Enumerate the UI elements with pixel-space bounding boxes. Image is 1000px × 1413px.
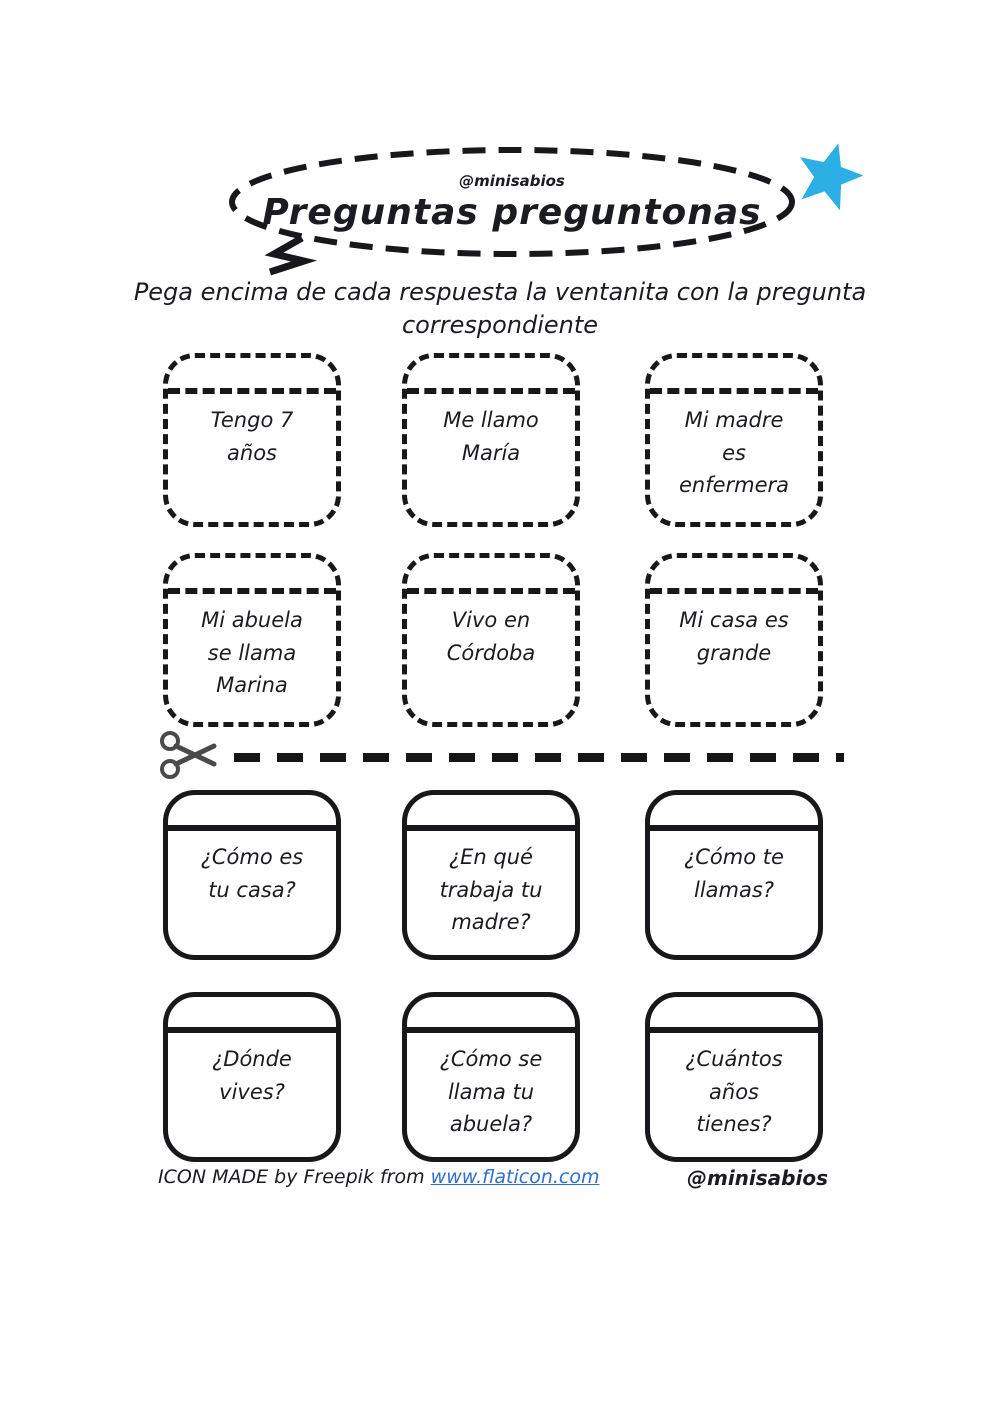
card-window-bar: [168, 358, 336, 394]
answer-text: Me llamo María: [443, 408, 539, 465]
answer-card: Mi casa es grande: [645, 553, 823, 727]
answer-text: Mi abuela se llama Marina: [201, 608, 303, 698]
card-window-bar: [168, 558, 336, 594]
card-window-bar: [168, 997, 336, 1033]
answer-card: Mi abuela se llama Marina: [163, 553, 341, 727]
question-text: ¿En qué trabaja tu madre?: [439, 845, 543, 935]
question-card: ¿Cómo es tu casa?: [163, 790, 341, 960]
icon-credit: ICON MADE by Freepik from www.flaticon.c…: [158, 1166, 600, 1188]
answer-text: Tengo 7 años: [210, 408, 294, 465]
card-window-bar: [407, 997, 575, 1033]
author-handle-top: @minisabios: [459, 172, 565, 190]
question-text: ¿Dónde vives?: [212, 1047, 292, 1104]
question-text: ¿Cuántos años tienes?: [685, 1047, 783, 1137]
page-title: Preguntas preguntonas: [262, 192, 762, 233]
question-text: ¿Cómo es tu casa?: [200, 845, 304, 902]
card-window-bar: [650, 358, 818, 394]
speech-bubble-outline: [229, 147, 795, 276]
instructions-line1: Pega encima de cada respuesta la ventani…: [133, 278, 867, 306]
answer-text: Mi madre es enfermera: [678, 408, 790, 498]
card-window-bar: [168, 795, 336, 831]
question-text: ¿Cómo se llama tu abuela?: [439, 1047, 543, 1137]
star-icon: [800, 143, 864, 211]
scissors-icon: [160, 731, 217, 779]
author-handle-bottom: @minisabios: [686, 1166, 828, 1190]
question-text: ¿Cómo te llamas?: [684, 845, 784, 902]
cut-dashed-line: [234, 753, 844, 762]
answer-card: Mi madre es enfermera: [645, 353, 823, 527]
question-card: ¿Cómo te llamas?: [645, 790, 823, 960]
answer-card: Me llamo María: [402, 353, 580, 527]
answer-text: Vivo en Córdoba: [446, 608, 536, 665]
card-window-bar: [650, 795, 818, 831]
answer-card: Tengo 7 años: [163, 353, 341, 527]
question-card: ¿Cuántos años tienes?: [645, 992, 823, 1162]
card-window-bar: [407, 795, 575, 831]
question-card: ¿En qué trabaja tu madre?: [402, 790, 580, 960]
flaticon-link[interactable]: www.flaticon.com: [430, 1166, 600, 1188]
question-card: ¿Cómo se llama tu abuela?: [402, 992, 580, 1162]
card-window-bar: [650, 558, 818, 594]
icon-credit-text: ICON MADE by Freepik from: [158, 1166, 431, 1188]
card-window-bar: [407, 558, 575, 594]
card-window-bar: [407, 358, 575, 394]
answer-text: Mi casa es grande: [679, 608, 789, 665]
instructions-line2: correspondiente: [401, 311, 599, 339]
question-card: ¿Dónde vives?: [163, 992, 341, 1162]
answer-card: Vivo en Córdoba: [402, 553, 580, 727]
card-window-bar: [650, 997, 818, 1033]
